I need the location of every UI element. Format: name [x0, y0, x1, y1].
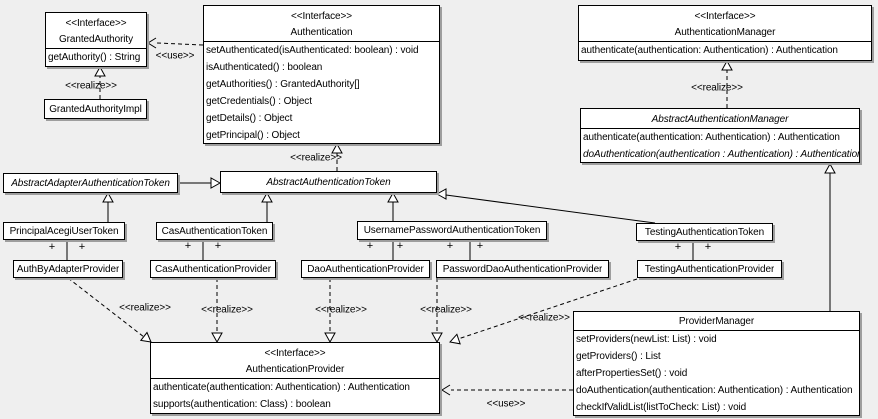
realize-label: <<realize>>: [201, 304, 253, 316]
method: checkIfValidList(listToCheck: List) : vo…: [576, 402, 747, 413]
class-dao-authentication-provider[interactable]: DaoAuthenticationProvider: [301, 260, 430, 278]
class-abstract-authentication-manager[interactable]: AbstractAuthenticationManager authentica…: [580, 108, 860, 163]
realize-label: <<realize>>: [420, 304, 472, 316]
class-name: CasAuthenticationProvider: [155, 263, 271, 275]
multiplicity-plus: +: [396, 240, 404, 252]
class-authentication[interactable]: <<Interface>> Authentication setAuthenti…: [203, 5, 440, 144]
class-username-password-authentication-token[interactable]: UsernamePasswordAuthenticationToken: [357, 221, 547, 240]
multiplicity-plus: +: [184, 240, 192, 252]
stereotype: <<Interface>>: [694, 11, 756, 22]
class-title: AbstractAuthenticationManager: [581, 109, 859, 128]
class-authentication-provider[interactable]: <<Interface>> AuthenticationProvider aut…: [150, 342, 440, 414]
class-password-dao-authentication-provider[interactable]: PasswordDaoAuthenticationProvider: [436, 260, 609, 278]
multiplicity-plus: +: [366, 240, 374, 252]
methods-compartment: authenticate(authentication: Authenticat…: [581, 128, 859, 163]
multiplicity-plus: +: [78, 241, 86, 253]
method: getDetails() : Object: [206, 113, 293, 124]
multiplicity-plus: +: [446, 240, 454, 252]
class-title: <<Interface>> GrantedAuthority: [46, 13, 146, 48]
realize-label: <<realize>>: [290, 152, 342, 164]
method: authenticate(authentication: Authenticat…: [153, 382, 410, 393]
use-label: <<use>>: [155, 50, 195, 62]
class-name: GrantedAuthorityImpl: [49, 103, 142, 115]
realize-label: <<realize>>: [65, 80, 117, 92]
class-cas-authentication-provider[interactable]: CasAuthenticationProvider: [150, 260, 276, 278]
method: getPrincipal() : Object: [206, 130, 300, 141]
class-name: AbstractAuthenticationToken: [266, 176, 391, 188]
class-authentication-manager[interactable]: <<Interface>> AuthenticationManager auth…: [578, 5, 872, 61]
realize-label: <<realize>>: [119, 302, 171, 314]
method: authenticate(authentication: Authenticat…: [581, 45, 838, 56]
multiplicity-plus: +: [214, 240, 222, 252]
method: setAuthenticated(isAuthenticated: boolea…: [206, 45, 419, 56]
class-abstract-authentication-token[interactable]: AbstractAuthenticationToken: [220, 171, 437, 193]
methods-compartment: getAuthority() : String: [46, 48, 146, 66]
stereotype: <<Interface>>: [264, 348, 326, 359]
methods-compartment: authenticate(authentication: Authenticat…: [151, 378, 439, 413]
class-title: <<Interface>> AuthenticationManager: [579, 6, 871, 41]
multiplicity-plus: +: [674, 241, 682, 253]
class-name: AuthByAdapterProvider: [16, 263, 120, 275]
method: getCredentials() : Object: [206, 96, 312, 107]
stereotype: <<Interface>>: [65, 18, 127, 29]
method: isAuthenticated() : boolean: [206, 62, 323, 73]
class-name: PasswordDaoAuthenticationProvider: [442, 263, 603, 275]
stereotype: <<Interface>>: [291, 11, 352, 22]
method: getAuthority() : String: [48, 52, 141, 63]
class-name: AbstractAdapterAuthenticationToken: [11, 177, 170, 189]
class-testing-authentication-token[interactable]: TestingAuthenticationToken: [636, 223, 773, 241]
class-name: Authentication: [290, 27, 353, 38]
method: afterPropertiesSet() : void: [576, 368, 688, 379]
class-name: TestingAuthenticationProvider: [644, 263, 775, 275]
class-abstract-adapter-authentication-token[interactable]: AbstractAdapterAuthenticationToken: [3, 173, 178, 193]
class-title: ProviderManager: [574, 312, 859, 330]
realize-label: <<realize>>: [691, 82, 743, 94]
class-granted-authority[interactable]: <<Interface>> GrantedAuthority getAuthor…: [45, 12, 147, 67]
realize-label: <<realize>>: [315, 304, 367, 316]
method: authenticate(authentication: Authenticat…: [583, 132, 840, 143]
class-name: PrincipalAcegiUserToken: [9, 225, 119, 237]
class-name: ProviderManager: [678, 316, 755, 327]
class-granted-authority-impl[interactable]: GrantedAuthorityImpl: [44, 99, 147, 119]
use-label: <<use>>: [486, 398, 526, 410]
class-cas-authentication-token[interactable]: CasAuthenticationToken: [156, 222, 273, 240]
class-name: AuthenticationProvider: [245, 364, 345, 375]
class-name: AbstractAuthenticationManager: [651, 114, 789, 125]
class-provider-manager[interactable]: ProviderManager setProviders(newList: Li…: [573, 311, 860, 416]
methods-compartment: setAuthenticated(isAuthenticated: boolea…: [204, 41, 439, 144]
multiplicity-plus: +: [476, 240, 484, 252]
class-name: TestingAuthenticationToken: [644, 226, 765, 238]
class-principal-acegi-user-token[interactable]: PrincipalAcegiUserToken: [3, 222, 125, 240]
multiplicity-plus: +: [704, 241, 712, 253]
realize-label: <<realize>>: [518, 312, 570, 324]
class-title: <<Interface>> Authentication: [204, 6, 439, 41]
class-name: CasAuthenticationToken: [161, 225, 268, 237]
method: doAuthentication(authentication : Authen…: [583, 149, 859, 160]
method: getAuthorities() : GrantedAuthority[]: [206, 79, 360, 90]
class-auth-by-adapter-provider[interactable]: AuthByAdapterProvider: [13, 260, 123, 278]
multiplicity-plus: +: [48, 241, 56, 253]
class-name: GrantedAuthority: [59, 34, 133, 45]
method: getProviders() : List: [576, 351, 661, 362]
class-name: AuthenticationManager: [674, 27, 776, 38]
class-testing-authentication-provider[interactable]: TestingAuthenticationProvider: [637, 260, 782, 278]
methods-compartment: authenticate(authentication: Authenticat…: [579, 41, 871, 59]
method: doAuthentication(authentication: Authent…: [576, 385, 853, 396]
method: setProviders(newList: List) : void: [576, 334, 717, 345]
method: supports(authentication: Class) : boolea…: [153, 399, 331, 410]
methods-compartment: setProviders(newList: List) : void getPr…: [574, 330, 859, 416]
class-title: <<Interface>> AuthenticationProvider: [151, 343, 439, 378]
class-name: UsernamePasswordAuthenticationToken: [363, 225, 541, 236]
class-name: DaoAuthenticationProvider: [307, 263, 424, 275]
